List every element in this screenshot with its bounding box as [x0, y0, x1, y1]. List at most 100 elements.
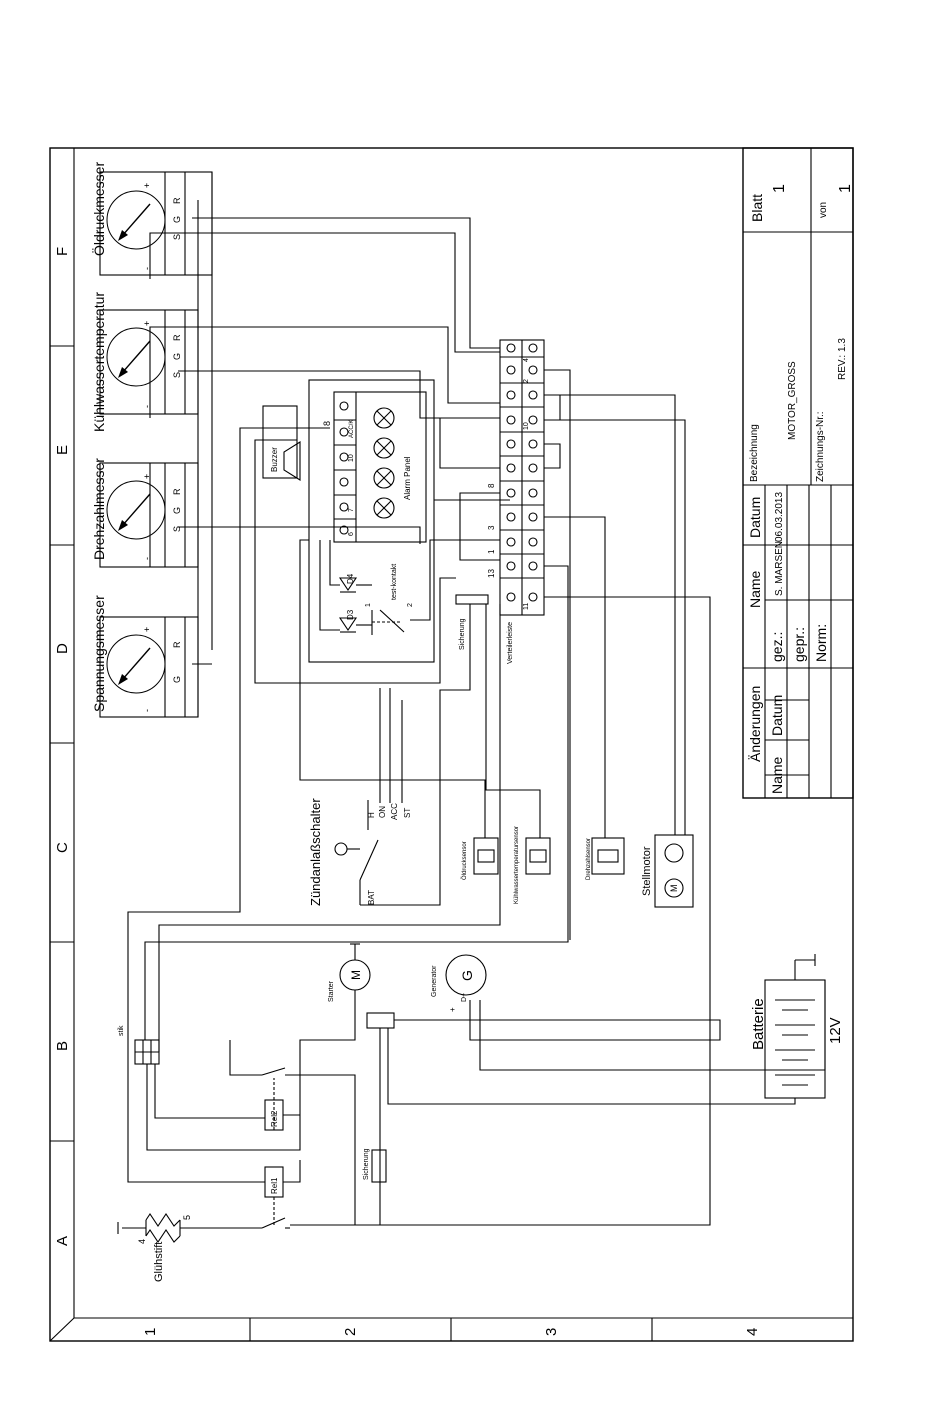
- ignition-position: ON: [378, 806, 387, 818]
- buzzer-label: Buzzer: [270, 447, 279, 472]
- sensor-label: Öldrucksensor: [461, 841, 468, 880]
- drawn-name: S. MARSEN: [774, 541, 785, 596]
- stik-connector: stik: [118, 1025, 160, 1065]
- sensor-oeldruck: Öldrucksensor: [461, 837, 499, 880]
- gauge-label: Spannungsmesser: [91, 595, 107, 712]
- wiring: [127, 172, 826, 1229]
- diode-d4: D4: [338, 573, 358, 593]
- relay-label: Rel1: [270, 1177, 279, 1194]
- sheet-total: 1: [837, 184, 854, 193]
- battery-label: Batterie: [750, 998, 767, 1050]
- terminal-number: 1: [487, 549, 496, 554]
- grid-row-label: 4: [744, 1328, 761, 1336]
- terminal-number: 11: [523, 603, 530, 610]
- gauge-drehzahlmesser: Drehzahlmesser - S G R +: [91, 458, 199, 568]
- title-block: Änderungen Name Datum Name Datum gez.: S…: [742, 147, 854, 799]
- gauge-terminal: R: [172, 488, 182, 495]
- gluehstift-label: Glühstift: [153, 1242, 165, 1282]
- gauge-terminal: -: [142, 709, 152, 712]
- terminal-number: 8: [487, 483, 496, 488]
- sensor-drehzahl: Drehzahlsensor: [586, 837, 625, 880]
- stik-label: stik: [118, 1025, 125, 1036]
- gauge-terminal: G: [172, 676, 182, 683]
- stellmotor: M Stellmotor: [641, 834, 694, 908]
- alarm-pin-number: 7: [348, 508, 355, 512]
- designation: MOTOR_GROSS: [787, 361, 798, 440]
- diode-label: D4: [346, 573, 355, 584]
- ignition-switch-label: Zündanlaßschalter: [308, 798, 323, 906]
- grid-col-label: D: [54, 643, 71, 654]
- fuse-power: Sicherung: [363, 1148, 387, 1183]
- drawn-date: 06.03.2013: [774, 492, 785, 542]
- grid-col-label: C: [54, 842, 71, 853]
- drawing-number-label: Zeichnungs-Nr.:: [815, 411, 826, 482]
- sensor-label: Drehzahlsensor: [586, 838, 592, 880]
- test-contact-pin: 1: [365, 603, 372, 607]
- of-label: von: [818, 202, 829, 218]
- ignition-switch: Zündanlaßschalter BAT H ON ACC ST: [308, 798, 412, 906]
- name-header: Name: [747, 570, 763, 608]
- grid-row-label: 2: [342, 1328, 359, 1336]
- gauge-terminal: R: [172, 641, 182, 648]
- gauge-terminal: S: [172, 526, 182, 532]
- terminal-strip-label: Verteilerleiste: [507, 622, 514, 664]
- diode-d3: D3: [338, 609, 358, 633]
- gauge-terminal: -: [142, 267, 152, 270]
- terminal-number: 10: [523, 422, 530, 430]
- alarm-pin-number: 10: [348, 454, 355, 462]
- alarm-panel: Alarm Panel 8 10 7 6 ACC/K Buzzer: [262, 379, 435, 663]
- alarm-pin-number: 8: [322, 421, 332, 426]
- gauge-kuehlwassertemperatur: Kühlwassertemperatur - S G R +: [91, 292, 199, 432]
- sheet-label: Blatt: [749, 194, 765, 222]
- fuse-panel: Sicherung: [455, 594, 489, 650]
- alarm-panel-label: Alarm Panel: [403, 456, 412, 500]
- grid-col-label: E: [54, 445, 71, 455]
- changes-name-header: Name: [769, 756, 785, 794]
- gauge-label: Öldruckmesser: [90, 162, 107, 256]
- gauge-terminal: R: [172, 197, 182, 204]
- generator-label: Generator: [431, 965, 438, 997]
- gauge-spannungsmesser: Spannungsmesser - G R +: [91, 595, 199, 718]
- sensor-kuehlwassertemperatur: Kühlwassertemperatursensor: [514, 826, 551, 904]
- gauge-terminal: +: [142, 321, 152, 326]
- gauge-terminal: -: [142, 557, 152, 560]
- relay-rel1: Rel1: [264, 1166, 284, 1198]
- sheet-number: 1: [771, 184, 788, 193]
- ignition-position: ST: [403, 808, 412, 818]
- grid-row-label: 3: [543, 1328, 560, 1336]
- diode-label: D3: [346, 609, 355, 620]
- grid-column-labels: A B C D E F: [54, 247, 71, 1246]
- gauge-terminal: R: [172, 334, 182, 341]
- gauge-terminal: +: [142, 474, 152, 479]
- revision: REV.: 1.3: [837, 338, 848, 380]
- stellmotor-label: Stellmotor: [641, 846, 653, 896]
- gauge-terminal: G: [172, 507, 182, 514]
- gauge-terminal: S: [172, 372, 182, 378]
- battery-voltage: 12V: [827, 1017, 844, 1044]
- gluehstift: 4 5 Glühstift: [117, 1213, 192, 1282]
- terminal-number: 13: [487, 569, 496, 578]
- grid-row-labels: 1 2 3 4: [142, 1328, 761, 1336]
- grid-col-label: A: [54, 1236, 71, 1246]
- terminal-number: 4: [523, 358, 530, 362]
- alarm-pin-number: 6: [348, 532, 355, 536]
- generator-symbol: G: [459, 970, 475, 981]
- gauge-terminal: +: [142, 627, 152, 632]
- gauge-terminal: +: [142, 183, 152, 188]
- test-contact-pin: 2: [407, 603, 414, 607]
- checked-label: gepr.:: [791, 627, 807, 662]
- designation-label: Bezeichnung: [749, 424, 760, 482]
- sensor-label: Kühlwassertemperatursensor: [514, 826, 520, 904]
- gauge-terminal: S: [172, 234, 182, 240]
- grid-col-label: F: [54, 247, 71, 256]
- norm-label: Norm:: [813, 624, 829, 662]
- terminal-number: 3: [487, 525, 496, 530]
- grid-row-label: 1: [142, 1328, 159, 1336]
- ignition-position: H: [367, 812, 376, 818]
- changes-date-header: Datum: [769, 695, 785, 736]
- fuse-label: Sicherung: [459, 618, 466, 650]
- starter: M Starter: [328, 943, 395, 1029]
- gauge-terminal: G: [172, 353, 182, 360]
- gauge-label: Kühlwassertemperatur: [91, 292, 107, 432]
